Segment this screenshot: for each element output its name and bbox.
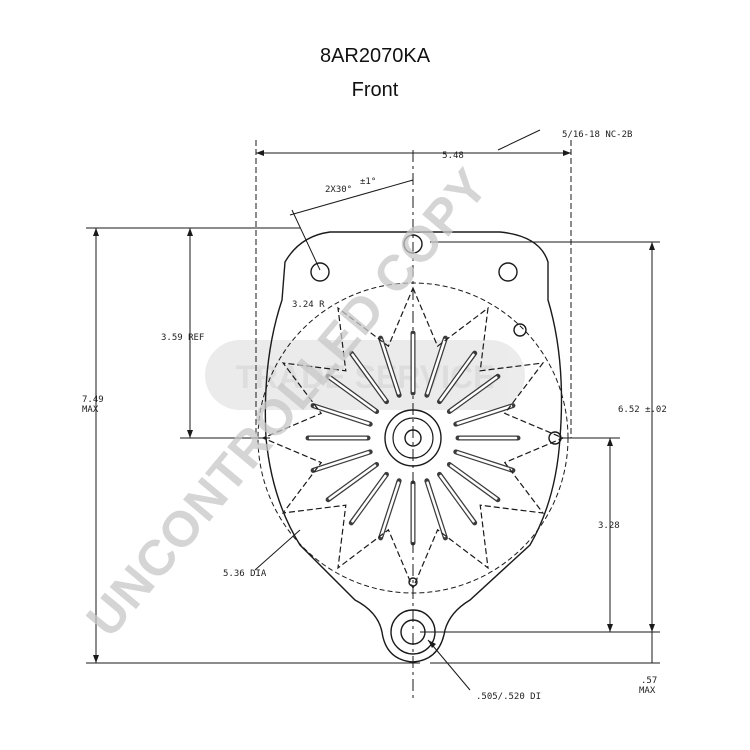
ref-height-label: 3.59 REF [161,333,204,343]
angle-arc-line [289,179,414,216]
fan-slot-inner [351,474,387,523]
bottom-max-unit: MAX [639,686,656,696]
fan-slot-inner [456,404,513,425]
mount-height-label: 6.52 ±.02 [618,405,667,415]
thread-leader [497,129,541,151]
fan-slot-inner [439,474,475,523]
overall-width-label: 5.48 [442,151,464,161]
mount-hole-left [310,262,330,282]
fan-slot-inner [449,464,498,500]
mount-hole-right [498,262,518,282]
fan-slot-inner [449,376,498,412]
housing-outline [264,231,563,663]
fan-slot-inner [426,338,447,395]
fan-slot-inner [456,451,513,472]
side-hole-right [548,431,562,445]
pivot-boss [390,609,436,655]
shaft-hub [392,417,434,459]
shaft-boss [384,409,442,467]
alternator-housing [257,231,569,663]
fan-slot-inner [439,353,475,402]
max-height-unit: MAX [82,405,99,415]
angle-tolerance-label: ±1° [360,177,376,187]
fan-slot-inner [313,404,370,425]
part-number-title: 8AR2070KA [319,45,431,67]
angle-label: 2X30° [325,185,352,195]
bottom-max-value: .57 [641,676,657,686]
fan-outer-circle [257,282,569,594]
fan-slot-inner [313,451,370,472]
mount-hole-top [403,234,423,254]
fan-slot-inner [379,481,400,538]
mount-hole-small [513,323,527,337]
view-label: Front [351,79,399,101]
fan-slot-inner [328,464,377,500]
diameter-label: 5.36 DIA [223,569,267,579]
pivot-hole [400,619,426,645]
shaft-center [404,429,422,447]
fan-slot-inner [379,338,400,395]
dimension-labels: 5/16-18 NC-2B 5.48 2X30° ±1° 3.24 R 3.59… [82,130,667,702]
lower-hole [408,577,418,587]
fan-vane-outline [261,286,565,590]
diameter-leader [254,529,301,571]
thread-label: 5/16-18 NC-2B [562,130,632,140]
fan-slot-inner [426,481,447,538]
radius-label: 3.24 R [292,300,325,310]
fan-slot-inner [328,376,377,412]
hole-leader [427,639,471,691]
hole-label: .505/.520 DI [476,692,541,702]
max-height-value: 7.49 [82,395,104,405]
fan-slot-inner [351,353,387,402]
fan-slots [261,286,565,590]
lower-height-label: 3.28 [598,521,620,531]
